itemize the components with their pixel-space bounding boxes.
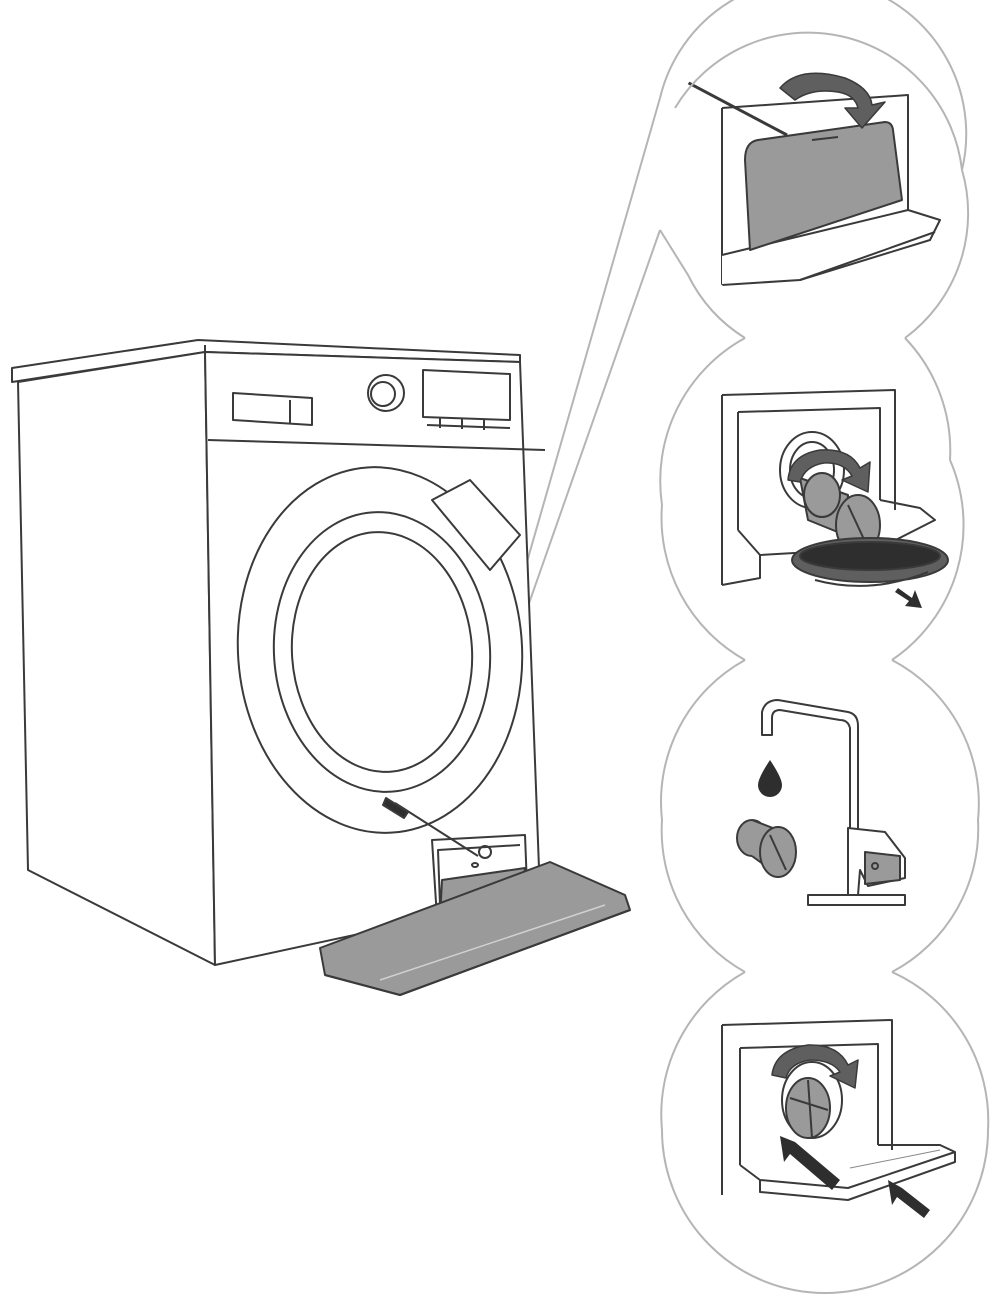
step-4-reinsert-filter <box>722 1020 955 1218</box>
step-3-rinse-filter <box>737 700 905 905</box>
drain-filter-icon <box>782 1062 842 1138</box>
step-2-remove-filter <box>722 390 948 608</box>
washing-machine-icon <box>12 340 630 995</box>
push-arrow-icon <box>895 588 922 608</box>
push-arrow-icon <box>888 1180 930 1218</box>
drain-filter-icon <box>737 820 796 877</box>
callout-outline <box>460 0 988 1293</box>
step-1-open-flap <box>598 20 940 285</box>
water-drop-icon <box>758 760 782 797</box>
